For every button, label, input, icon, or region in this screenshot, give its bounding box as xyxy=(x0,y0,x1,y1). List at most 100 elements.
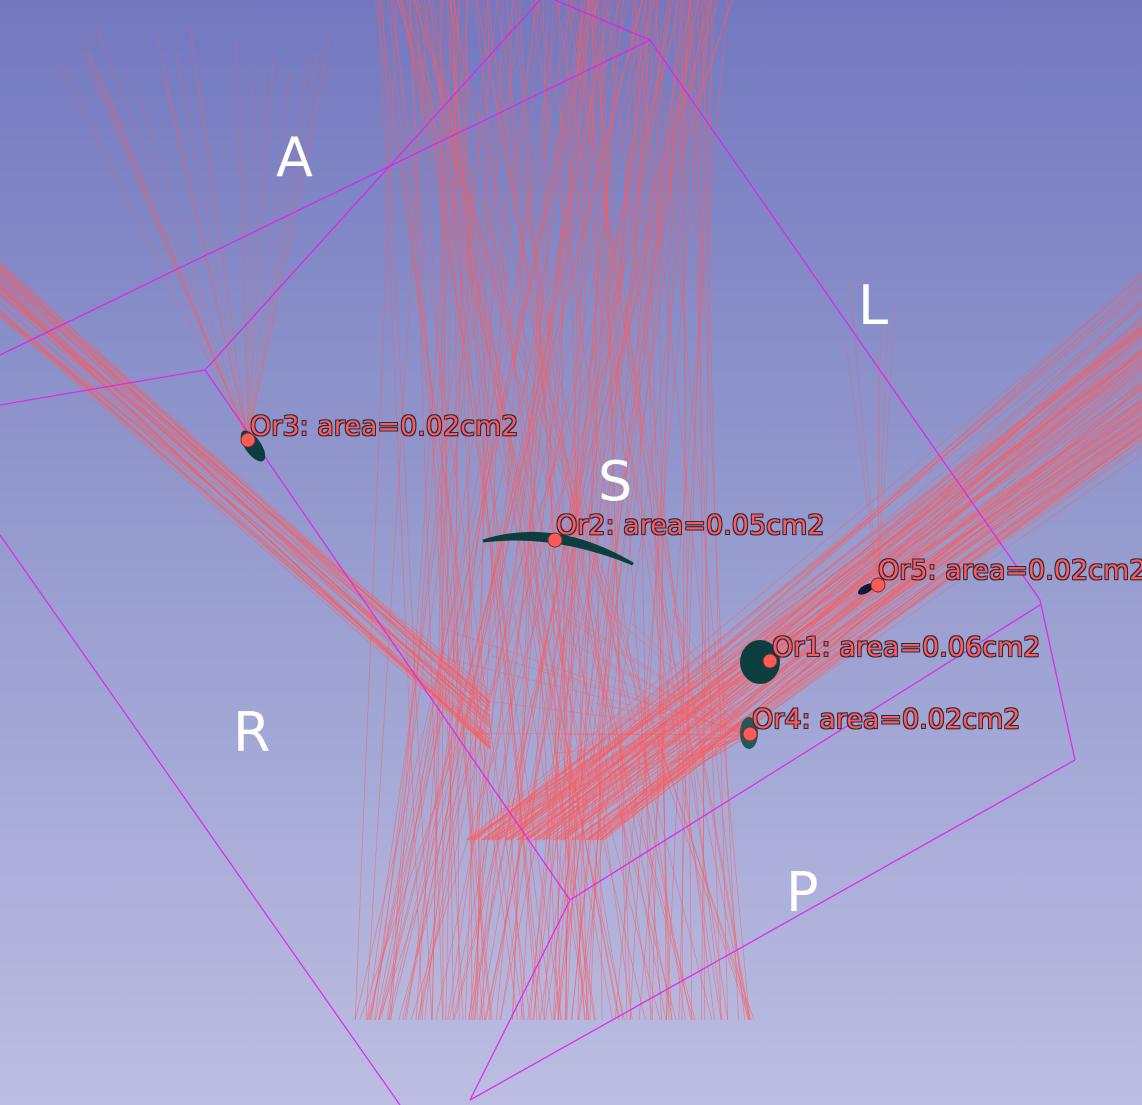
ray xyxy=(367,0,620,1021)
ray xyxy=(507,377,1142,841)
ray xyxy=(630,621,751,736)
bounding-box-edge xyxy=(569,604,1041,901)
ray xyxy=(526,426,1142,841)
ray xyxy=(516,425,1142,841)
ray xyxy=(525,374,1142,841)
ray xyxy=(247,74,290,441)
ray xyxy=(537,304,1142,841)
ray xyxy=(441,627,751,736)
ray xyxy=(247,73,266,441)
ray xyxy=(635,0,672,1021)
ray xyxy=(594,702,751,736)
ray xyxy=(573,406,1142,841)
ray xyxy=(106,93,249,441)
ray xyxy=(585,453,1142,841)
markup-label-or3[interactable]: Or3: area=0.02cm2 xyxy=(250,411,519,442)
markup-point-or3[interactable] xyxy=(240,432,256,448)
orifice-surface-or1 xyxy=(740,640,780,684)
ray xyxy=(594,433,1142,841)
ray xyxy=(562,432,1142,841)
ray xyxy=(552,0,598,1021)
ray xyxy=(584,428,1142,841)
markup-label-or1[interactable]: Or1: area=0.06cm2 xyxy=(772,632,1041,663)
markup-point-or4[interactable] xyxy=(742,726,758,742)
ray xyxy=(447,0,598,1021)
ray xyxy=(543,0,596,1021)
ray xyxy=(453,0,460,1021)
ray xyxy=(88,60,249,441)
orifice-surface-or5 xyxy=(857,583,875,595)
ray xyxy=(0,295,491,718)
ray xyxy=(476,0,490,1021)
ray xyxy=(588,355,1142,841)
ray xyxy=(655,734,751,791)
ray xyxy=(597,0,631,1021)
ray xyxy=(472,329,1142,841)
orientation-label-posterior: P xyxy=(786,861,819,924)
ray xyxy=(556,421,1142,841)
ray xyxy=(0,293,491,696)
bounding-box-edge xyxy=(554,0,651,41)
ray xyxy=(175,52,249,441)
markup-point-or5[interactable] xyxy=(870,577,886,593)
ray xyxy=(700,0,712,1021)
ray xyxy=(665,617,751,736)
ray xyxy=(467,302,1142,841)
markup-label-or5[interactable]: Or5: area=0.02cm2 xyxy=(878,555,1142,586)
bounding-box-edge xyxy=(0,39,651,356)
ray xyxy=(664,707,751,736)
ray xyxy=(559,409,1142,841)
markup-point-or1[interactable] xyxy=(762,653,778,669)
ray xyxy=(638,0,729,1021)
ray xyxy=(0,271,491,711)
ray xyxy=(571,0,671,1021)
ray xyxy=(877,320,888,586)
markup-label-or2[interactable]: Or2: area=0.05cm2 xyxy=(556,510,825,541)
ray xyxy=(386,0,539,1021)
ray xyxy=(565,0,588,1021)
ray xyxy=(366,0,514,1021)
ray xyxy=(429,0,545,1021)
ray xyxy=(848,278,879,586)
ray xyxy=(198,80,249,441)
ray xyxy=(476,0,673,1021)
ray xyxy=(485,0,693,1021)
ray xyxy=(666,0,716,1021)
ray xyxy=(483,288,1142,841)
ray xyxy=(607,611,751,736)
ray xyxy=(558,636,751,736)
ray xyxy=(552,342,1142,841)
ray xyxy=(450,0,525,1021)
ray xyxy=(390,0,531,1021)
ray xyxy=(590,734,751,779)
ray xyxy=(614,0,711,1021)
ray xyxy=(570,333,1142,841)
orientation-label-right: R xyxy=(233,701,271,764)
orientation-label-superior: S xyxy=(598,450,633,513)
ray xyxy=(544,381,1142,841)
ray xyxy=(0,316,491,698)
ray xyxy=(559,339,1142,841)
markup-label-or4[interactable]: Or4: area=0.02cm2 xyxy=(752,704,1021,735)
ray xyxy=(381,0,433,1021)
markup-points xyxy=(240,432,886,742)
bounding-box-edge xyxy=(649,39,1041,601)
ray xyxy=(488,0,672,1021)
ray xyxy=(523,325,1142,841)
ray xyxy=(687,0,722,1021)
ray xyxy=(0,313,491,737)
ray xyxy=(565,0,583,1021)
ray xyxy=(247,57,275,441)
ray xyxy=(379,0,519,1021)
markup-point-or2[interactable] xyxy=(547,532,563,548)
ray xyxy=(413,0,752,1021)
ray xyxy=(491,655,751,736)
ray xyxy=(368,0,593,1021)
ray xyxy=(542,0,561,1021)
ray xyxy=(387,0,492,1021)
ray xyxy=(603,673,751,736)
ray-bundles xyxy=(0,0,1142,1021)
ray xyxy=(164,77,249,441)
